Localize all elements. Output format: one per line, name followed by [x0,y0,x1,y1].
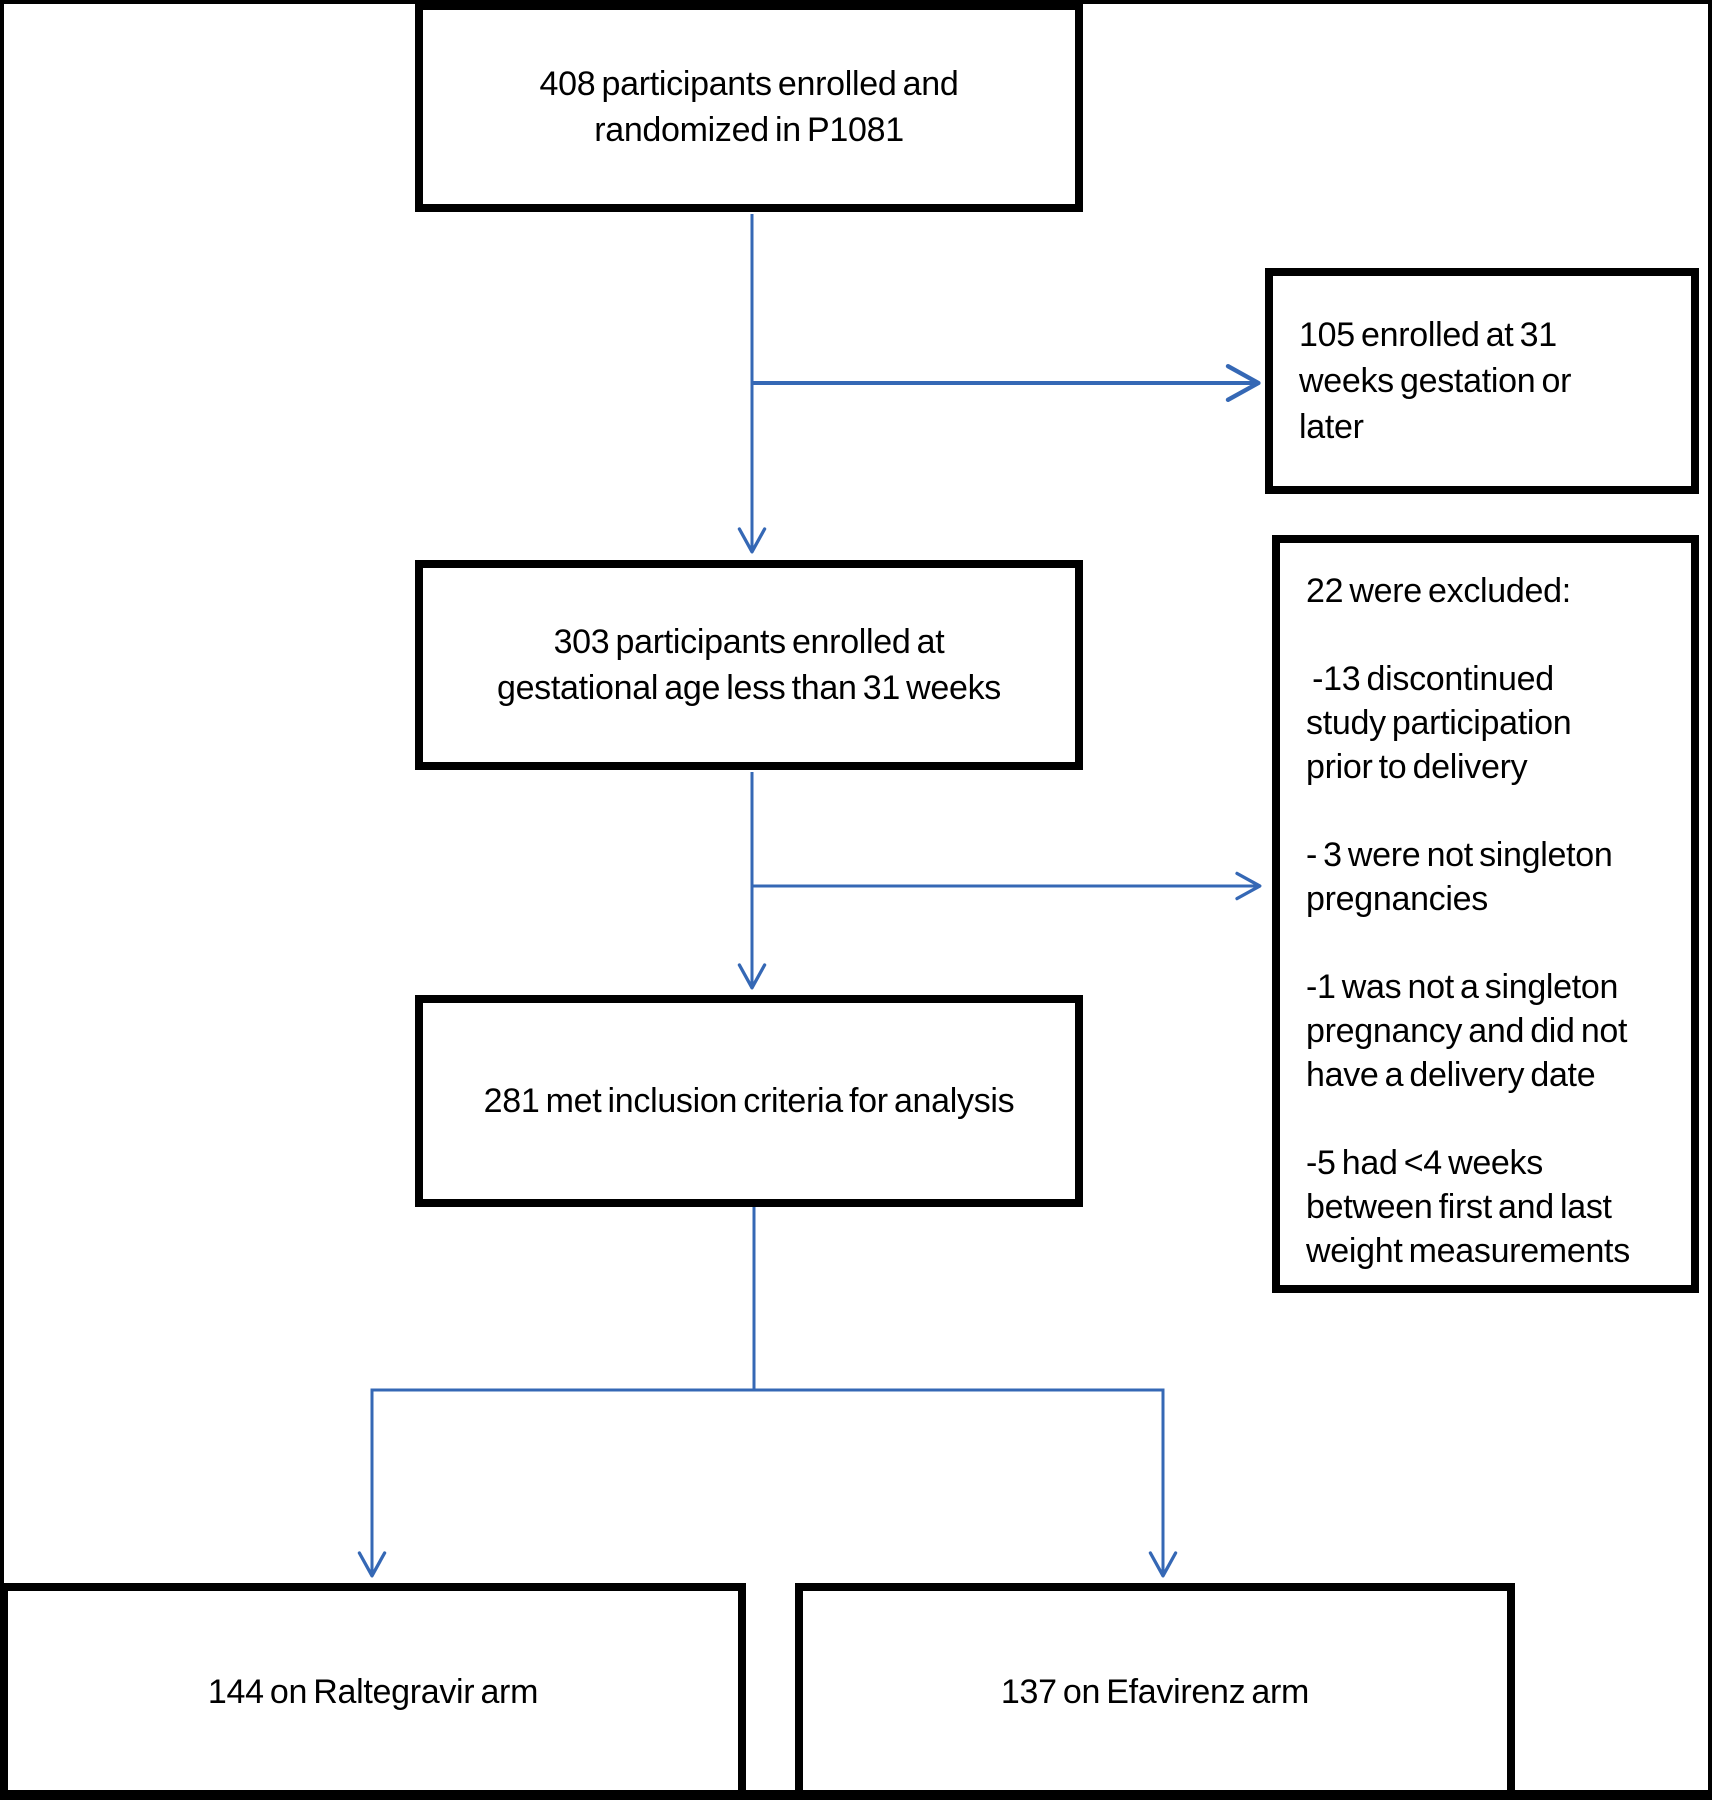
box-text-line: -1 was not a singleton [1306,968,1619,1006]
box-text-line: pregnancy and did not [1306,1012,1628,1050]
box-efavirenz-arm: 137 on Efavirenz arm [795,1583,1515,1800]
box-text-line: 137 on Efavirenz arm [1000,1672,1310,1711]
box-text-line: -13 discontinued [1306,660,1554,698]
box-text-line: 105 enrolled at 31 [1299,316,1557,354]
box-text-line: study participation [1306,704,1572,742]
box-text-line: gestational age less than 31 weeks [496,669,1002,707]
box-met-inclusion-criteria: 281 met inclusion criteria for analysis [415,995,1083,1207]
box-text-line: pregnancies [1306,880,1488,918]
box-enrolled-under-31-weeks: 303 participants enrolled at gestational… [415,560,1083,770]
box-text-line: later [1299,408,1364,446]
box-text-line: 408 participants enrolled and [539,65,959,103]
box-text-line: -5 had <4 weeks [1306,1144,1543,1182]
box-text-line: 281 met inclusion criteria for analysis [483,1082,1015,1120]
box-text-line: 144 on Raltegravir arm [207,1672,539,1711]
box-late-gestation-excluded: 105 enrolled at 31 weeks gestation or la… [1265,268,1699,494]
box-text-line: weeks gestation or [1299,362,1572,400]
box-excluded-reasons: 22 were excluded: -13 discontinued study… [1272,535,1699,1293]
box-text-line: have a delivery date [1306,1056,1596,1094]
box-text-line: 303 participants enrolled at [553,623,945,661]
box-text-line: 22 were excluded: [1306,572,1571,610]
box-text-line: prior to delivery [1306,748,1528,786]
box-text-line: randomized in P1081 [594,111,904,149]
box-raltegravir-arm: 144 on Raltegravir arm [0,1583,746,1800]
box-text-line: - 3 were not singleton [1306,836,1613,874]
box-text-line: weight measurements [1306,1232,1630,1270]
box-text-line: between first and last [1306,1188,1612,1226]
box-enrolled-randomized: 408 participants enrolled and randomized… [415,2,1083,212]
